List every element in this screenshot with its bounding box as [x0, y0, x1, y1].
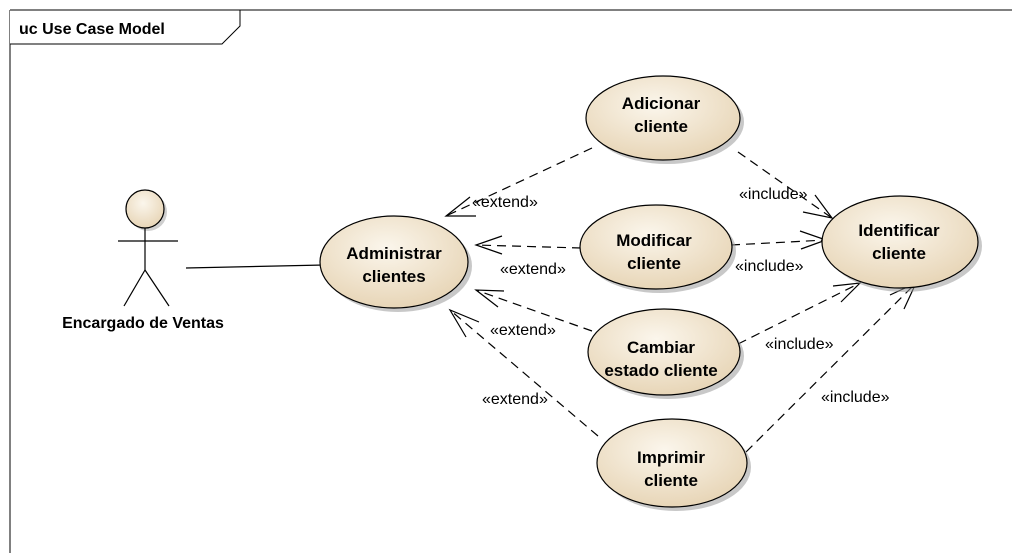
extend-label: «extend»: [482, 391, 548, 408]
include-adicionar-arrowhead: [802, 194, 834, 219]
use-case-label-line2: clientes: [362, 267, 425, 286]
extend-adicionar-line: [445, 147, 593, 217]
include-label: «include»: [735, 258, 804, 275]
diagram-frame: uc Use Case Model: [9, 9, 1012, 553]
include-label: «include»: [739, 186, 808, 203]
extend-label: «extend»: [490, 322, 556, 339]
extend-imprimir-arrowhead: [448, 308, 480, 338]
extend-label: «extend»: [500, 261, 566, 278]
include-cambiar-arrowhead: [832, 282, 862, 303]
use-case-label-line1: Modificar: [616, 231, 692, 250]
frame-title: uc Use Case Model: [19, 21, 165, 38]
use-case-identificar-cliente[interactable]: Identificar cliente: [821, 195, 982, 292]
use-case-adicionar-cliente[interactable]: Adicionar cliente: [585, 75, 744, 164]
actor-head: [125, 189, 165, 229]
use-case-label-line1: Adicionar: [622, 94, 701, 113]
actor-name: Encargado de Ventas: [62, 315, 224, 332]
use-case-label-line1: Cambiar: [627, 338, 695, 357]
use-case-label-line1: Identificar: [858, 221, 940, 240]
use-case-administrar-clientes[interactable]: Administrar clientes: [319, 215, 472, 312]
include-label: «include»: [821, 389, 890, 406]
include-cambiar-line: [737, 282, 861, 345]
use-case-label-line2: cliente: [872, 244, 926, 263]
extend-modificar-line: [475, 244, 582, 249]
use-case-imprimir-cliente[interactable]: Imprimir cliente: [596, 418, 751, 511]
include-adicionar-line: [737, 151, 833, 219]
use-case-label-line2: cliente: [644, 471, 698, 490]
use-case-label-line2: cliente: [634, 117, 688, 136]
extend-imprimir-line: [449, 309, 599, 437]
use-case-label-line2: estado cliente: [604, 361, 717, 380]
include-label: «include»: [765, 336, 834, 353]
use-case-label-line1: Administrar: [346, 244, 442, 263]
use-case-modificar-cliente[interactable]: Modificar cliente: [579, 204, 736, 293]
relation-labels: «extend» «extend» «extend» «extend» «inc…: [472, 186, 890, 408]
extend-cambiar-arrowhead: [474, 289, 505, 308]
include-modificar-line: [730, 239, 827, 246]
association-line: [185, 264, 325, 269]
use-case-label-line2: cliente: [627, 254, 681, 273]
extend-adicionar-arrowhead: [444, 196, 476, 217]
actor-encargado-de-ventas[interactable]: Encargado de Ventas: [62, 189, 224, 332]
extend-cambiar-line: [475, 289, 593, 332]
extend-modificar-arrowhead: [474, 235, 503, 255]
include-imprimir-line: [745, 282, 917, 453]
use-case-cambiar-estado-cliente[interactable]: Cambiar estado cliente: [587, 308, 744, 399]
use-case-label-line1: Imprimir: [637, 448, 705, 467]
extend-label: «extend»: [472, 194, 538, 211]
